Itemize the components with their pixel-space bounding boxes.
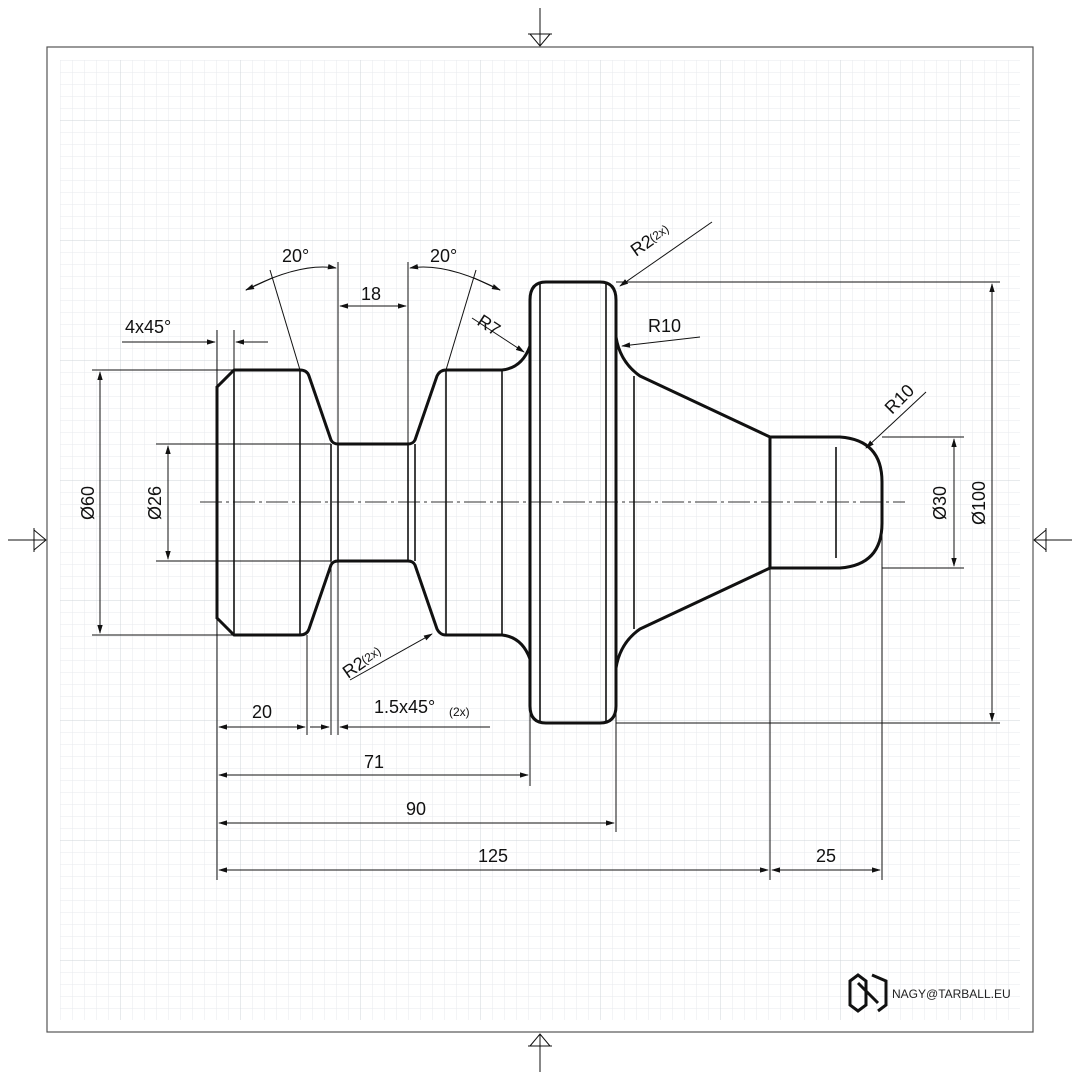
dim-len-20: 20 bbox=[252, 702, 272, 722]
dim-dia-26: Ø26 bbox=[145, 486, 165, 520]
dim-len-25: 25 bbox=[816, 846, 836, 866]
part-outline bbox=[215, 280, 884, 725]
dim-len-90: 90 bbox=[406, 799, 426, 819]
svg-text:(2x): (2x) bbox=[449, 705, 470, 719]
dim-dia-100: Ø100 bbox=[969, 481, 989, 525]
extension-lines bbox=[92, 262, 1000, 880]
part-edges bbox=[233, 284, 837, 722]
dim-radius-10-flange: R10 bbox=[648, 316, 681, 336]
dimension-lines bbox=[97, 221, 995, 873]
dim-chamfer-left: 4x45° bbox=[125, 317, 171, 337]
dim-groove-width: 18 bbox=[361, 284, 381, 304]
dim-dia-30: Ø30 bbox=[930, 486, 950, 520]
dim-angle-left: 20° bbox=[282, 246, 309, 266]
svg-text:1.5x45°: 1.5x45° bbox=[374, 697, 435, 717]
dim-angle-right: 20° bbox=[430, 246, 457, 266]
centering-marks bbox=[8, 8, 1072, 1072]
brand-email: NAGY@TARBALL.EU bbox=[892, 987, 1011, 1001]
dim-len-71: 71 bbox=[364, 752, 384, 772]
dim-len-125: 125 bbox=[478, 846, 508, 866]
brand-logo bbox=[848, 973, 888, 1013]
dim-dia-60: Ø60 bbox=[78, 486, 98, 520]
frame-border bbox=[46, 46, 1034, 1033]
dim-chamfer-groove: 1.5x45° (2x) bbox=[374, 697, 470, 719]
